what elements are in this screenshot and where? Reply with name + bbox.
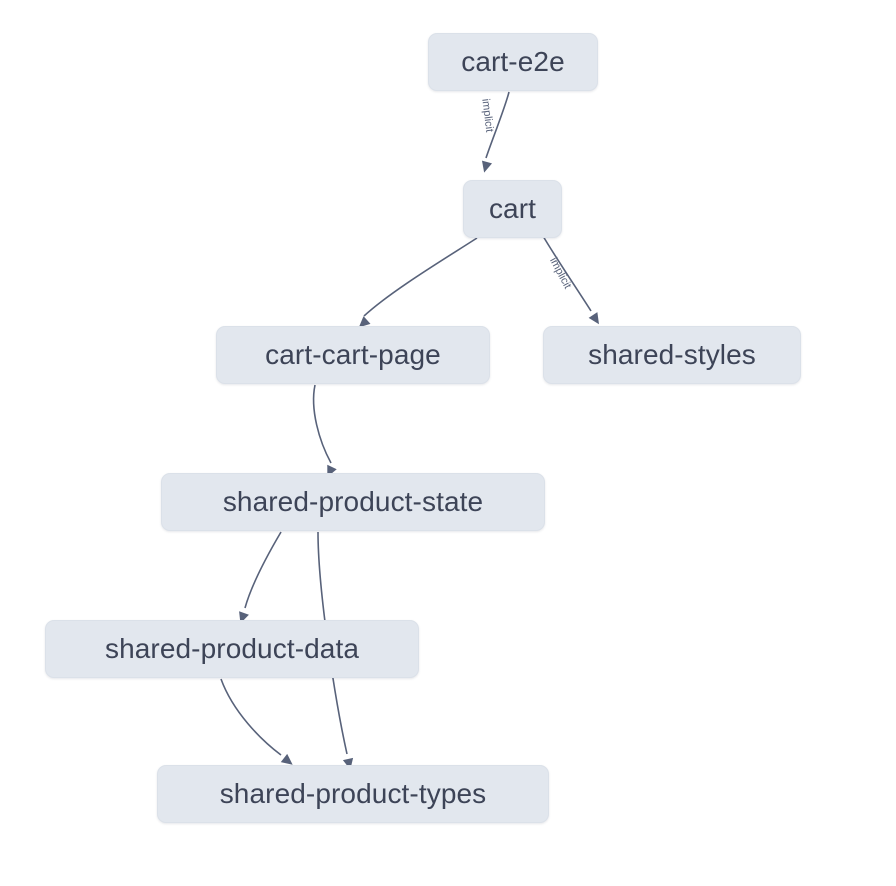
- graph-node-label: cart: [488, 193, 537, 224]
- graph-node-cart-e2e[interactable]: cart-e2e: [428, 33, 598, 91]
- arrow-into-cart: [481, 160, 493, 173]
- graph-node-label: cart-cart-page: [265, 339, 441, 370]
- edge-label-cart-e2e-to-cart: implicit: [479, 98, 496, 133]
- graph-node-shared-product-types[interactable]: shared-product-types: [157, 765, 549, 823]
- edge-cart-to-cart-cart-page: [363, 237, 478, 317]
- edge-cart-cart-page-to-shared-product-state: [312, 384, 332, 464]
- graph-node-cart[interactable]: cart: [463, 180, 562, 238]
- graph-node-shared-styles[interactable]: shared-styles: [543, 326, 801, 384]
- graph-node-label: shared-styles: [588, 339, 756, 370]
- edge-shared-product-data-to-types: [220, 678, 282, 756]
- graph-node-label: shared-product-data: [104, 633, 360, 664]
- graph-node-label: shared-product-types: [219, 778, 487, 809]
- graph-node-label: cart-e2e: [461, 46, 565, 77]
- graph-node-shared-product-data[interactable]: shared-product-data: [45, 620, 419, 678]
- edge-sps-to-shared-product-data: [244, 531, 282, 609]
- graph-node-shared-product-state[interactable]: shared-product-state: [161, 473, 545, 531]
- arrow-into-shared-styles: [588, 312, 599, 325]
- edge-label-cart-to-shared-styles: implicit: [547, 255, 574, 291]
- graph-node-label: shared-product-state: [222, 486, 484, 517]
- graph-node-cart-cart-page[interactable]: cart-cart-page: [216, 326, 490, 384]
